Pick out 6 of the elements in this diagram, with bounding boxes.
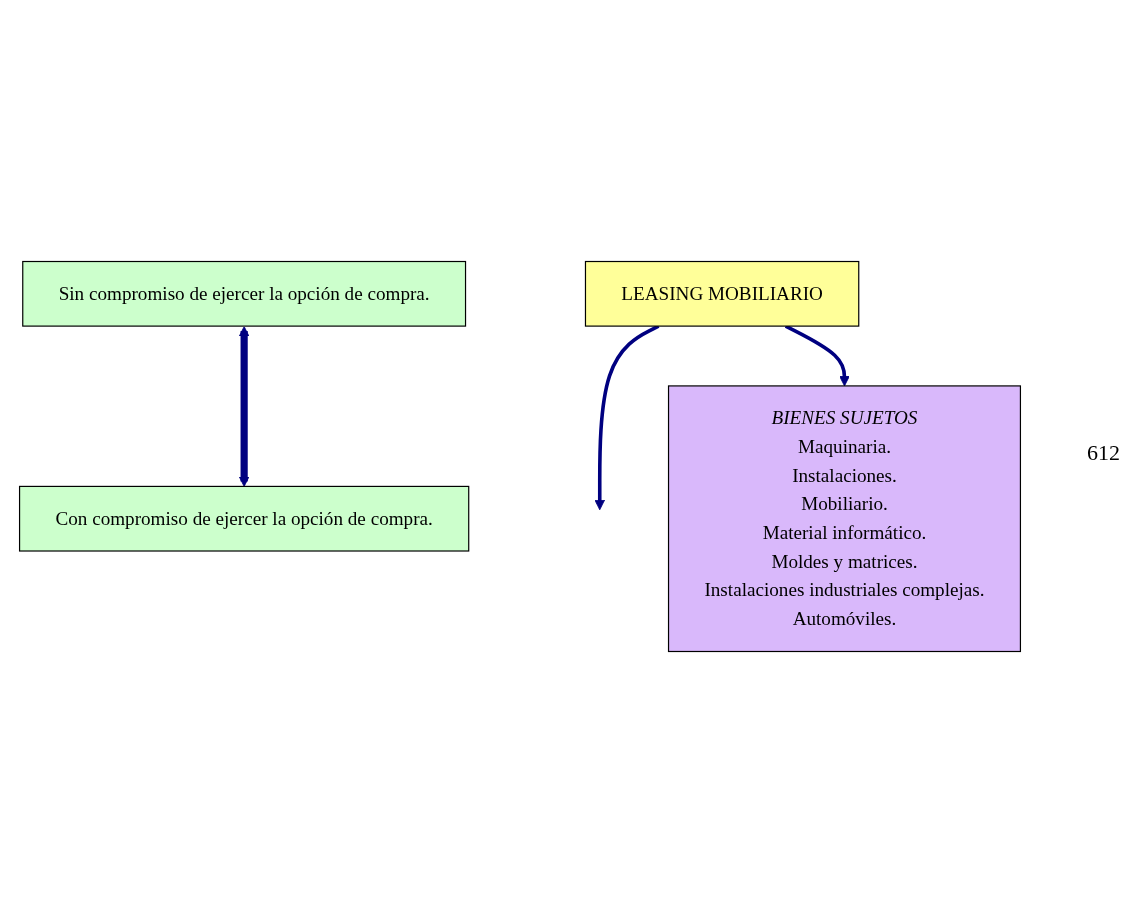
arrow	[238, 326, 250, 487]
node-box: LEASING MOBILIARIO	[584, 260, 860, 327]
page-number: 612	[1087, 440, 1120, 466]
node-box: Sin compromiso de ejercer la opción de compra.	[22, 260, 467, 327]
node-box: Con compromiso de ejercer la opción de compra.	[18, 485, 470, 552]
node-box: BIENES SUJETOS Maquinaria. Instalaciones. Mobiliario. Material informático. Moldes y matrices. Instalaciones industriales complejas. Automóviles.	[667, 385, 1022, 653]
